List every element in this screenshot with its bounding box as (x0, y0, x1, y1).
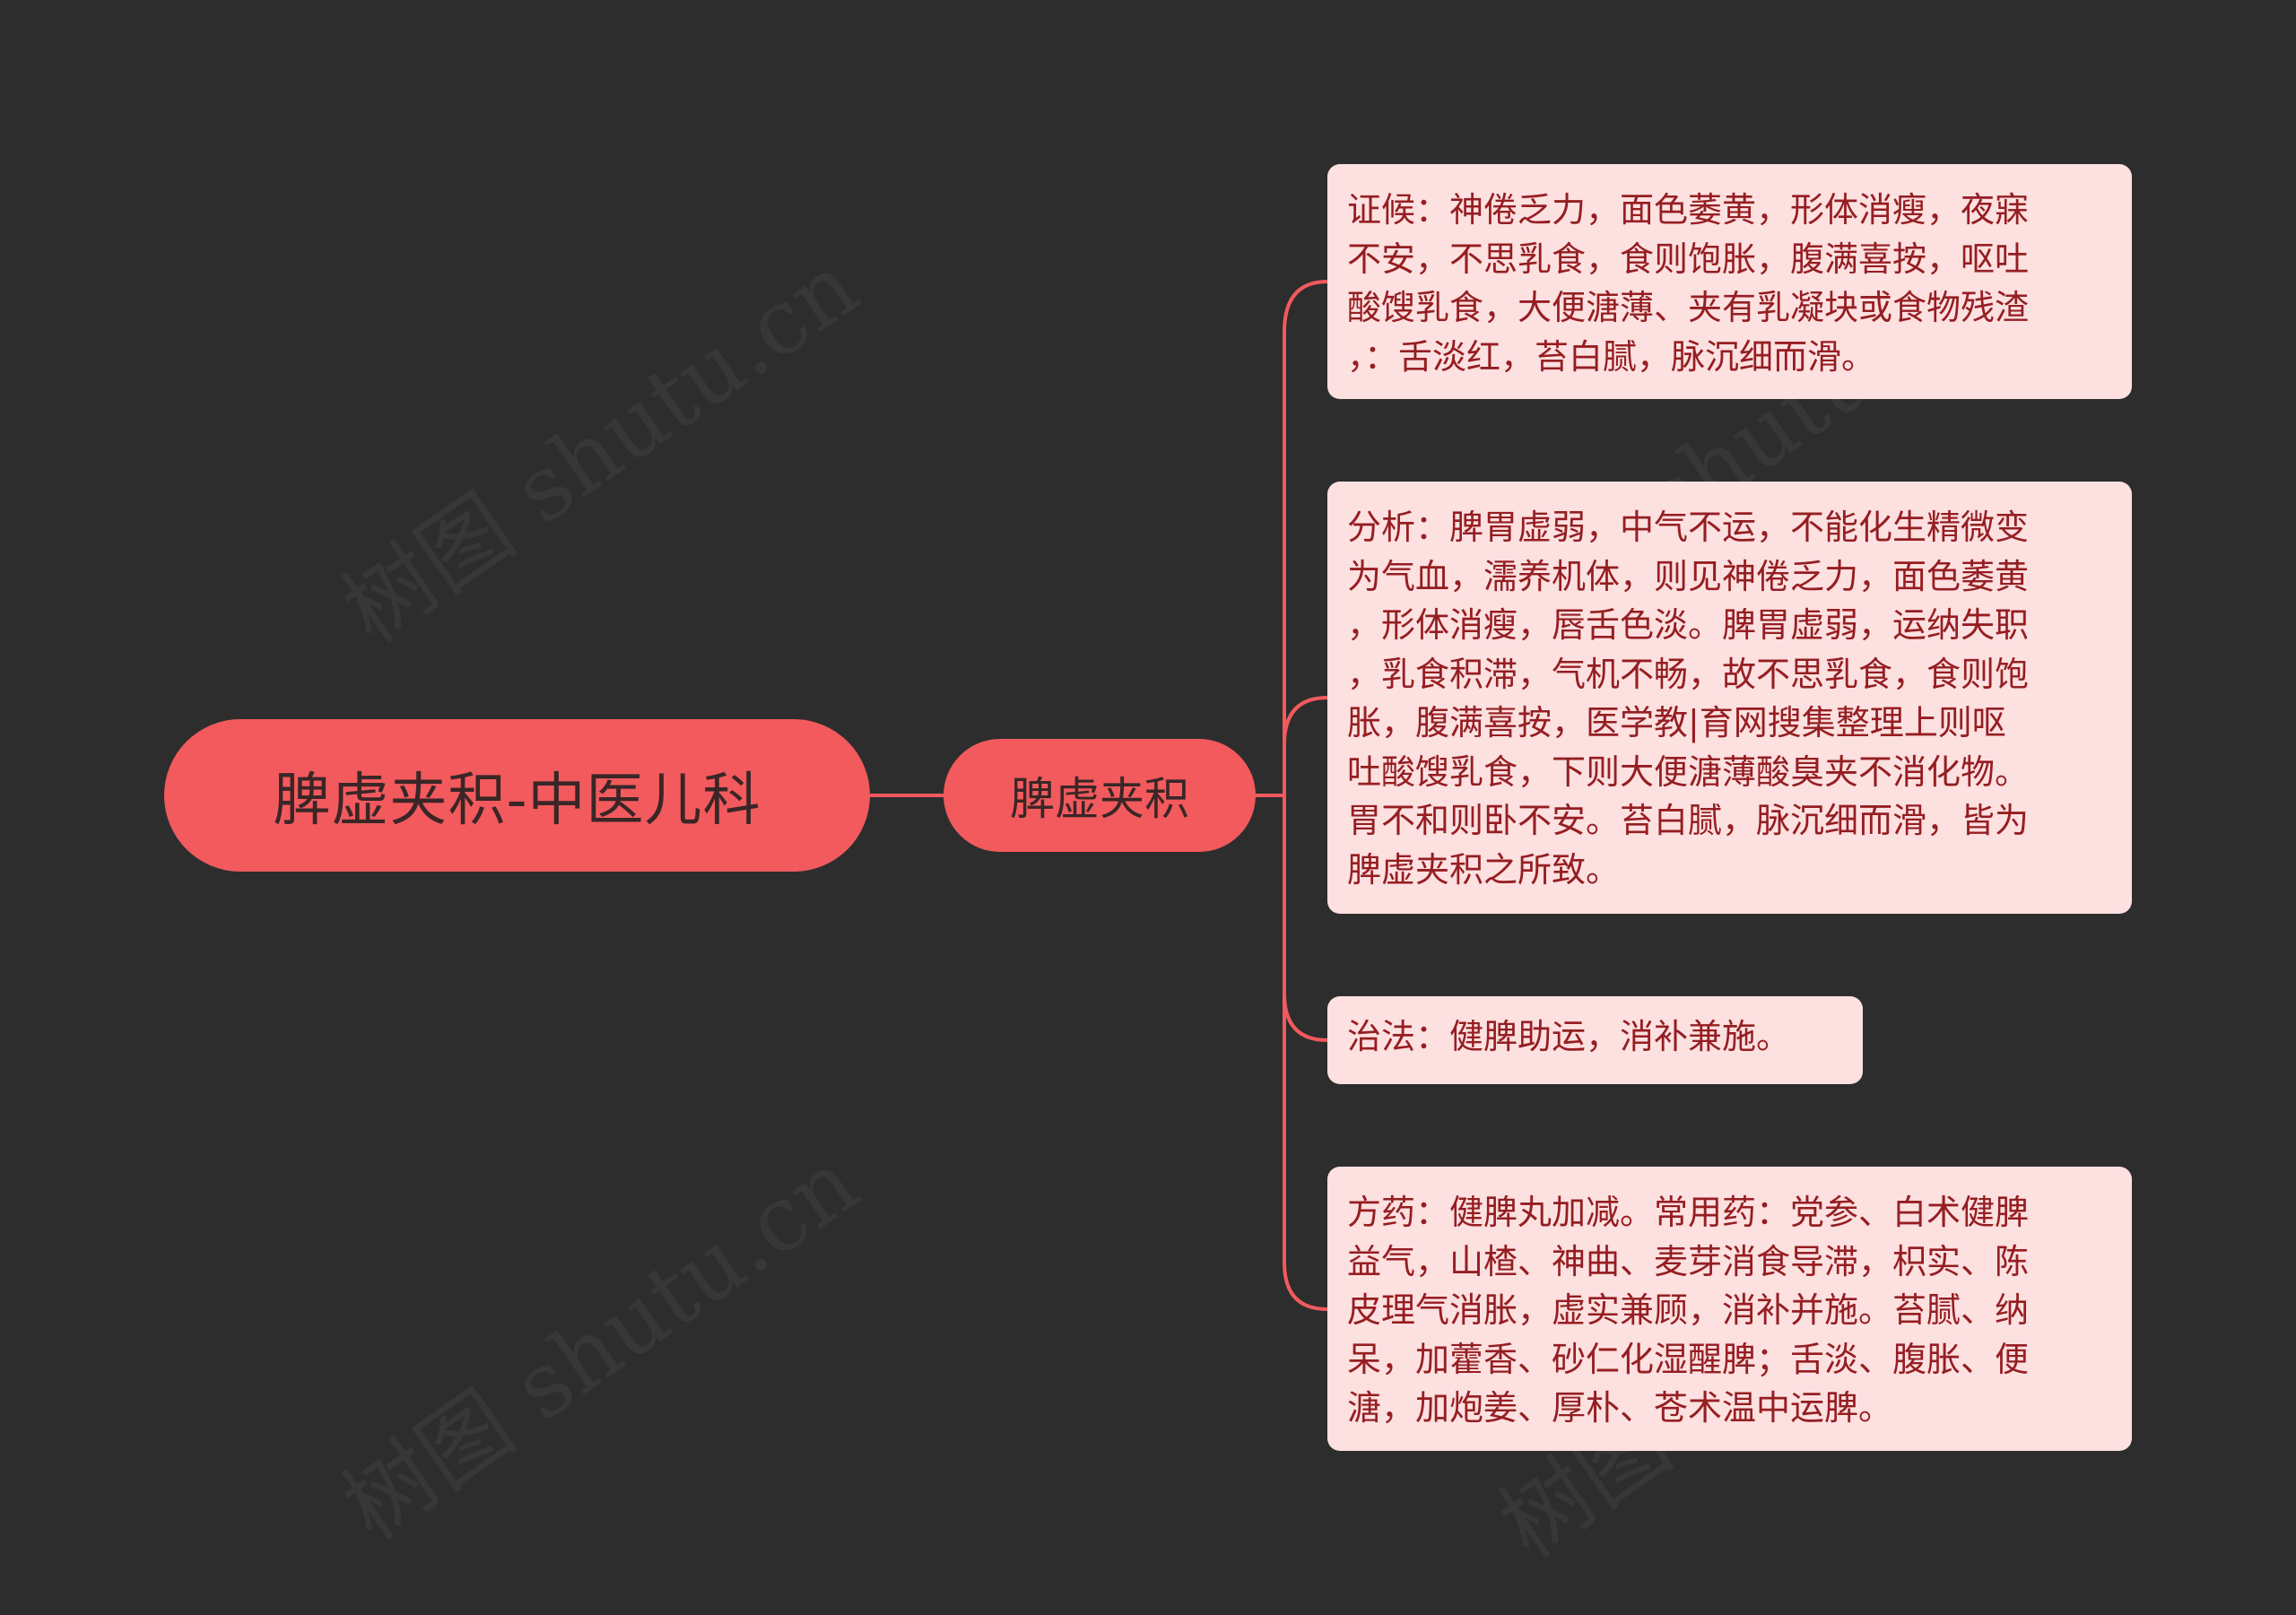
leaf-node-analysis[interactable]: 分析：脾胃虚弱，中气不运，不能化生精微变 为气血，濡养机体，则见神倦乏力，面色萎… (1327, 482, 2132, 914)
root-node-label: 脾虚夹积-中医儿科 (273, 768, 761, 834)
root-node[interactable]: 脾虚夹积-中医儿科 (164, 719, 870, 872)
leaf-node-prescription[interactable]: 方药：健脾丸加减。常用药：党参、白术健脾 益气，山楂、神曲、麦芽消食导滞，枳实、… (1327, 1167, 2132, 1451)
link-leaf-1 (1283, 280, 1328, 795)
link-leaf-2 (1283, 696, 1328, 795)
branch-node-label: 脾虚夹积 (1010, 773, 1189, 825)
leaf-node-treatment[interactable]: 治法：健脾助运，消补兼施。 (1327, 996, 1863, 1084)
branch-node[interactable]: 脾虚夹积 (944, 739, 1256, 852)
leaf-node-symptoms[interactable]: 证候：神倦乏力，面色萎黄，形体消瘦，夜寐 不安，不思乳食，食则饱胀，腹满喜按，呕… (1327, 164, 2132, 399)
link-leaf-3 (1283, 795, 1328, 1042)
link-leaf-4 (1283, 795, 1328, 1311)
